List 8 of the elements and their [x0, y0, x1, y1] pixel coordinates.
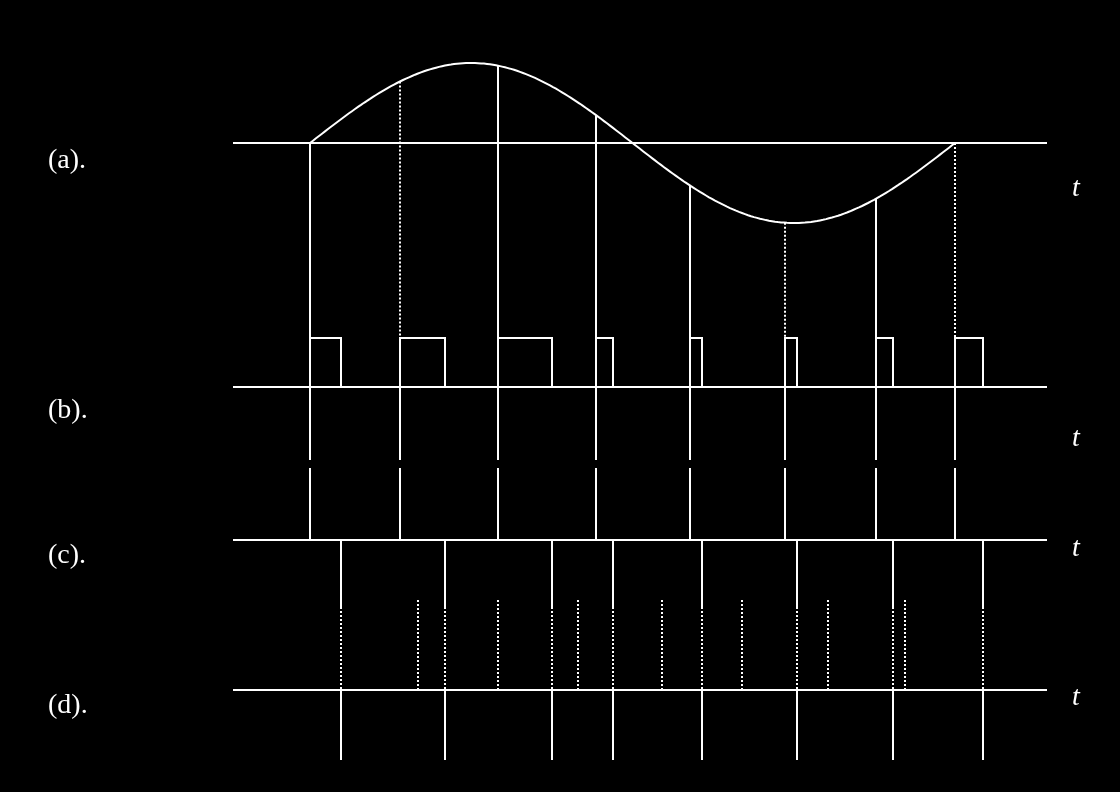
axis-label: t	[1072, 533, 1080, 561]
axis-label: t	[1072, 423, 1080, 451]
axis-label: t	[1072, 173, 1080, 201]
panel-label: (b).	[48, 395, 88, 423]
panel-label: (a).	[48, 145, 87, 173]
panel-label: (d).	[48, 690, 88, 718]
axis-label: t	[1072, 682, 1080, 710]
panel-label: (c).	[48, 540, 87, 568]
